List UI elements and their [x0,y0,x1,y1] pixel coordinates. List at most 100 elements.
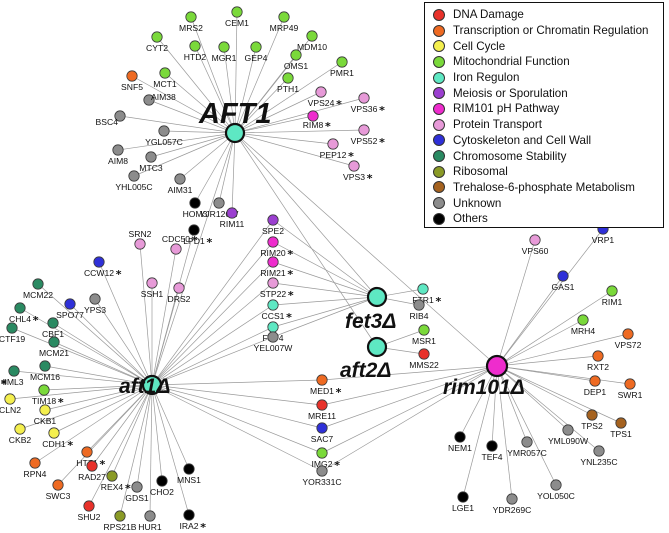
gene-node-med1[interactable]: MED1* [310,374,342,399]
gene-node-cem1[interactable]: CEM1 [225,6,249,28]
gene-node-mms22[interactable]: MMS22 [409,348,439,370]
gene-node-bsc4[interactable]: BSC4 [96,110,126,127]
gene-node-tps1[interactable]: TPS1 [610,417,632,439]
gene-node-gds1[interactable]: GDS1 [125,481,149,503]
hub-node-aft1[interactable]: AFT1 [198,98,272,144]
gene-node-htd2[interactable]: HTD2 [184,40,207,62]
gene-node-cho2[interactable]: CHO2 [150,475,174,497]
gene-node-vps60[interactable]: VPS60 [522,234,549,256]
gene-node-aim31[interactable]: AIM31 [168,173,193,195]
legend-label: Protein Transport [453,118,542,132]
gene-node-yps3[interactable]: YPS3 [84,293,106,315]
gene-node-stp22[interactable]: STP22* [260,277,294,302]
gene-node-rib4[interactable]: RIB4 [409,299,429,321]
gene-node-ynl235c[interactable]: YNL235C [580,445,618,467]
gene-node-mcm22[interactable]: MCM22 [23,278,53,300]
gene-node-pmr1[interactable]: PMR1 [330,56,354,78]
gene-node-yel007w[interactable]: YEL007W [254,331,294,353]
gene-node-srn2[interactable]: SRN2 [129,229,152,250]
gene-node-spo77[interactable]: SPO77 [56,298,84,320]
gene-node-pep12[interactable]: PEP12* [320,138,354,163]
gene-node-tef4[interactable]: TEF4 [481,440,503,462]
gene-node-ccs1[interactable]: CCS1* [262,299,293,324]
gene-node-rex4[interactable]: REX4* [101,470,131,495]
gene-node-gas1[interactable]: GAS1 [552,270,575,292]
gene-node-vps3[interactable]: VPS3* [343,160,373,185]
gene-node-vps24[interactable]: VPS24* [308,86,342,111]
gene-node-ccw12[interactable]: CCW12* [84,256,122,281]
gene-node-vps52[interactable]: VPS52* [351,124,385,149]
gene-node-htz1[interactable]: HTZ1* [76,446,105,471]
gene-node-shu2[interactable]: SHU2 [78,500,101,522]
gene-node-nem1[interactable]: NEM1 [448,431,472,453]
gene-node-mrp49[interactable]: MRP49 [270,11,299,33]
gene-node-hur1[interactable]: HUR1 [138,510,162,532]
gene-node-cln2[interactable]: CLN2 [0,393,21,415]
gene-node-swr1[interactable]: SWR1 [618,378,643,400]
gene-node-rim11[interactable]: RIM11 [220,207,245,229]
gene-node-vps36[interactable]: VPS36* [351,92,385,117]
gene-node-ymr057c[interactable]: YMR057C [507,436,547,458]
gene-node-swc3[interactable]: SWC3 [46,479,71,501]
gene-node-ctf19[interactable]: CTF19 [0,322,25,344]
gene-node-iml3[interactable]: IML3 [4,365,24,387]
gene-node-mns1[interactable]: MNS1 [177,463,201,485]
gene-node-tps2[interactable]: TPS2 [581,409,603,431]
gene-node-mrs2[interactable]: MRS2 [179,11,203,33]
gene-node-ftr1[interactable]: FTR1* [412,283,441,308]
gene-node-rim20[interactable]: RIM20* [260,236,293,261]
hub-node-fet3[interactable]: fet3Δ [345,286,396,333]
gene-node-oms1[interactable]: OMS1 [284,49,309,71]
gene-node-sac7[interactable]: SAC7 [311,422,334,444]
gene-dot [336,56,348,68]
gene-node-mgr1[interactable]: MGR1 [212,41,237,63]
gene-node-tim18[interactable]: TIM18* [32,384,64,409]
gene-node-yol050c[interactable]: YOL050C [537,479,575,501]
hub-node-aft2[interactable]: aft2Δ [340,336,391,382]
gene-node-rps21b[interactable]: RPS21B [104,510,137,532]
gene-node-rim1[interactable]: RIM1 [602,285,623,307]
gene-node-ckb1[interactable]: CKB1 [34,404,57,426]
gene-node-msr1[interactable]: MSR1 [412,324,436,346]
gene-node-img2[interactable]: IMG2* [311,447,340,472]
gene-node-ssh1[interactable]: SSH1 [141,277,164,299]
gene-node-spe2[interactable]: SPE2 [262,214,284,236]
gene-node-yor331c[interactable]: YOR331C [302,465,342,487]
gene-node-yhl005c[interactable]: YHL005C [115,170,153,192]
gene-node-lpd1[interactable]: LPD1* [183,224,212,249]
gene-node-gep4[interactable]: GEP4 [245,41,268,63]
hub-node-aft1[interactable]: aft1Δ* [1,374,170,398]
gene-node-rim8[interactable]: RIM8* [303,110,331,133]
gene-node-ckb2[interactable]: CKB2 [9,423,32,445]
gene-node-hom3[interactable]: HOM3 [183,197,208,219]
gene-node-drs2[interactable]: DRS2 [168,282,191,304]
gene-node-mcm21[interactable]: MCM21 [39,336,69,358]
gene-node-cdh1[interactable]: CDH1* [42,427,73,452]
gene-node-snf5[interactable]: SNF5 [121,70,143,92]
gene-node-rpn4[interactable]: RPN4 [24,457,47,479]
gene-node-mre11[interactable]: MRE11 [308,399,336,421]
gene-node-ydr269c[interactable]: YDR269C [493,493,532,515]
gene-node-mdm10[interactable]: MDM10 [297,30,327,52]
hub-node-rim101[interactable]: rim101Δ* [1,354,525,399]
gene-node-yjr120w[interactable]: YJR120W [200,197,240,219]
gene-node-aim8[interactable]: AIM8 [108,144,128,166]
gene-node-cdc50[interactable]: CDC50* [162,234,198,255]
gene-node-mcm16[interactable]: MCM16 [30,360,60,382]
gene-node-dep1[interactable]: DEP1 [584,375,607,397]
gene-node-cyt2[interactable]: CYT2 [146,31,168,53]
gene-node-rxt2[interactable]: RXT2 [587,350,609,372]
gene-node-vps72[interactable]: VPS72 [615,328,642,350]
gene-node-aim38[interactable]: AIM38 [143,92,176,106]
gene-node-cbf1[interactable]: CBF1 [42,317,64,339]
gene-node-lge1[interactable]: LGE1 [452,491,474,513]
gene-node-pth1[interactable]: PTH1 [277,72,299,94]
gene-node-yml090w[interactable]: YML090W [548,424,589,446]
gene-node-ira2[interactable]: IRA2* [179,509,206,533]
gene-node-mtc3[interactable]: MTC3 [139,151,163,173]
gene-node-ygl057c[interactable]: YGL057C [145,125,183,147]
gene-node-rim21[interactable]: RIM21* [260,256,293,281]
gene-node-mct1[interactable]: MCT1 [153,67,177,89]
gene-node-chl4[interactable]: CHL4* [9,302,39,327]
gene-node-mrh4[interactable]: MRH4 [571,314,596,336]
